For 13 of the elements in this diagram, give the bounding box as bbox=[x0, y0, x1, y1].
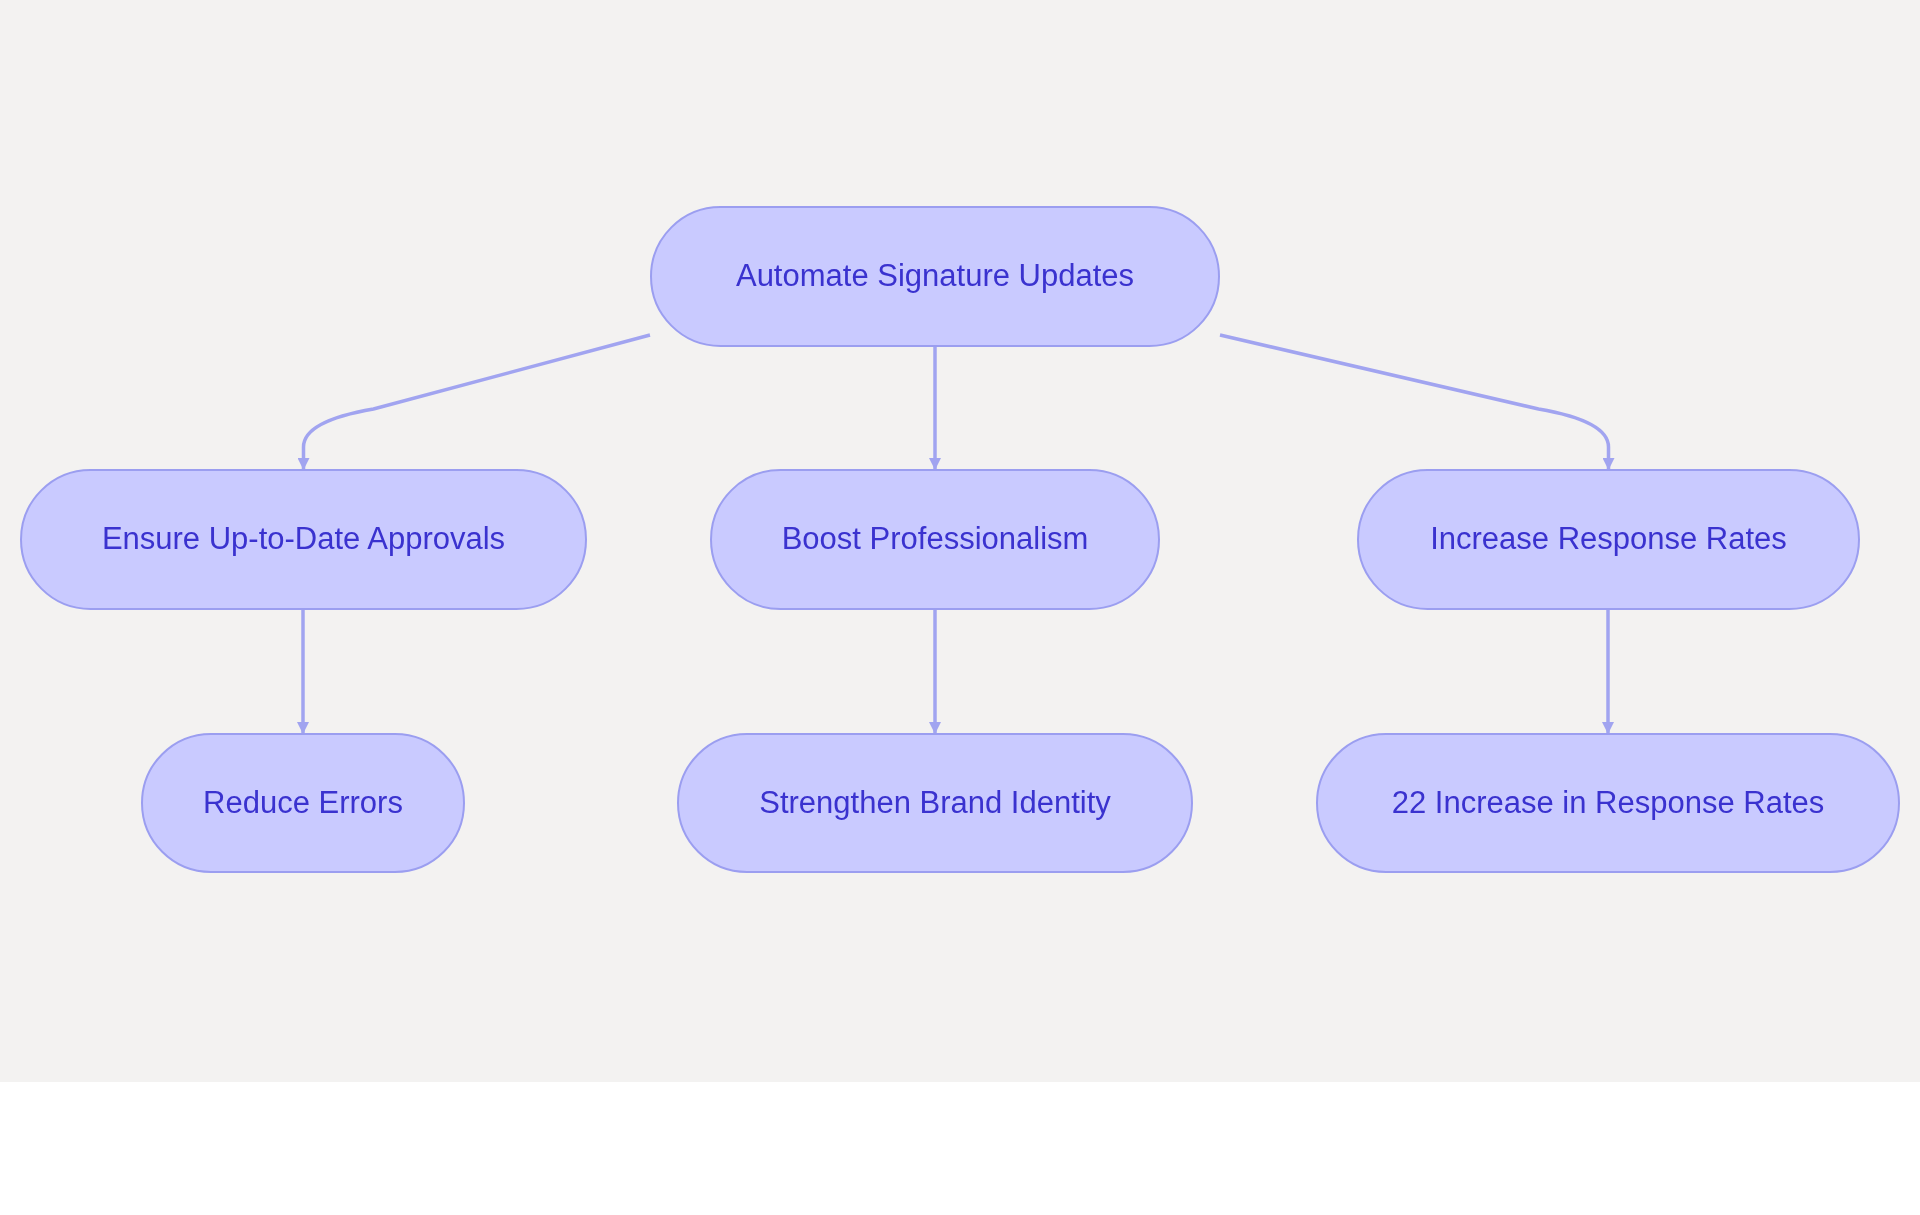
node-label: Increase Response Rates bbox=[1430, 520, 1787, 559]
arrow bbox=[297, 610, 309, 734]
arrow bbox=[929, 347, 941, 470]
node-label: Boost Professionalism bbox=[781, 520, 1089, 559]
arrow bbox=[1602, 610, 1614, 734]
arrow bbox=[297, 333, 651, 470]
arrow bbox=[1219, 333, 1615, 470]
node-label: Automate Signature Updates bbox=[735, 257, 1135, 296]
arrow bbox=[929, 610, 941, 734]
node-label: 22 Increase in Response Rates bbox=[1391, 783, 1825, 822]
node-label: Reduce Errors bbox=[203, 783, 403, 822]
node-label: Strengthen Brand Identity bbox=[759, 783, 1111, 822]
node-label: Ensure Up-to-Date Approvals bbox=[101, 520, 506, 559]
